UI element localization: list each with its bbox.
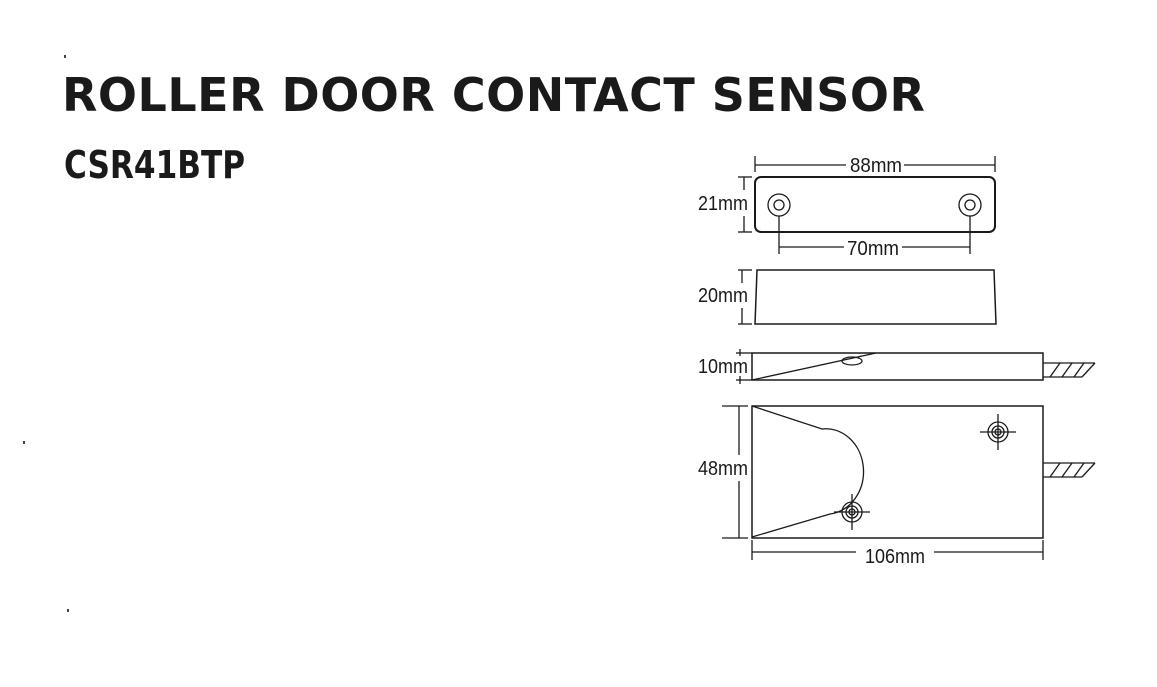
dim-label-side-height: 20mm xyxy=(698,285,748,307)
cable-icon xyxy=(1043,362,1096,378)
dim-label-hole-spacing: 70mm xyxy=(847,238,899,260)
ramp-hole xyxy=(841,356,863,366)
ramp-view-body xyxy=(751,352,1044,381)
mount-hole-left-inner xyxy=(773,199,785,211)
model-number: CSR41BTP xyxy=(64,143,246,187)
dim-label-top-height: 21mm xyxy=(698,193,748,215)
ramp-view xyxy=(736,349,1096,384)
cable-icon xyxy=(1043,462,1096,478)
base-view-body xyxy=(751,405,1044,539)
speck-mark xyxy=(67,609,69,612)
dim-label-base-height: 48mm xyxy=(698,458,748,480)
product-title: ROLLER DOOR CONTACT SENSOR xyxy=(62,68,926,122)
mount-hole-left xyxy=(767,193,791,217)
speck-mark xyxy=(23,441,25,444)
dim-label-top-width: 88mm xyxy=(850,155,902,177)
mount-hole-right-inner xyxy=(964,199,976,211)
mount-hole-right xyxy=(958,193,982,217)
top-view xyxy=(738,156,996,254)
dim-label-ramp-height: 10mm xyxy=(698,356,748,378)
dim-label-base-width: 106mm xyxy=(865,546,925,568)
crosshair-icon xyxy=(980,414,1016,450)
base-cutout xyxy=(751,405,865,538)
crosshair-icon xyxy=(834,494,870,530)
top-view-body xyxy=(754,176,996,233)
base-view xyxy=(722,405,1096,560)
speck-mark xyxy=(64,55,66,58)
side-view-body xyxy=(754,269,997,325)
side-view xyxy=(738,269,997,325)
